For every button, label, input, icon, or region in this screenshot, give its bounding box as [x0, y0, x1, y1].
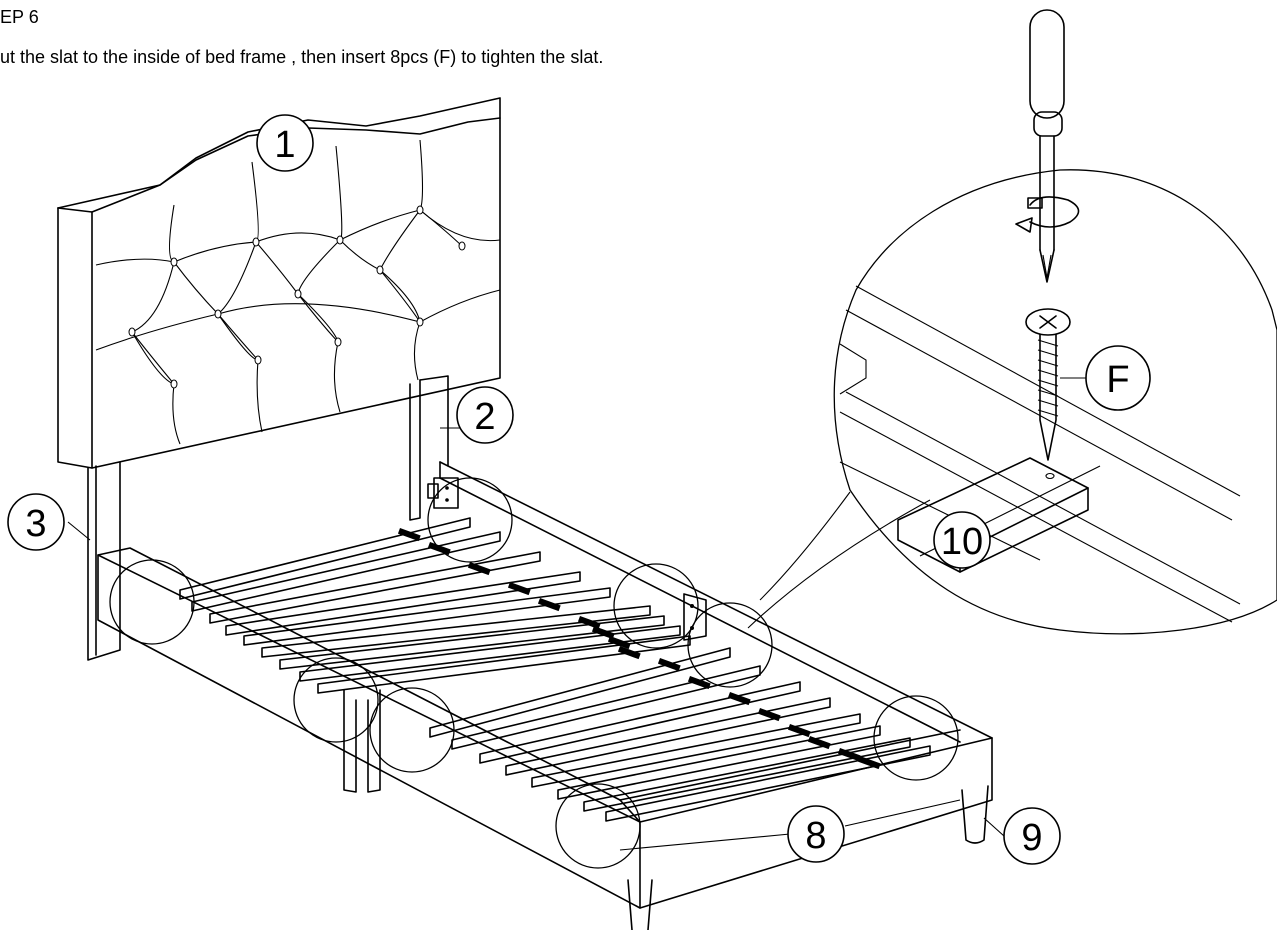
slat: [505, 697, 831, 776]
slat: [225, 571, 581, 636]
slat-fastener: [757, 708, 781, 722]
step-instruction: ut the slat to the inside of bed frame ,…: [0, 47, 604, 67]
screw-f: [1025, 308, 1086, 461]
callout-1: 1: [256, 114, 314, 172]
slat: [557, 725, 881, 800]
center-support: [343, 593, 707, 793]
callout-3-label: 3: [25, 503, 46, 545]
slat-fastener: [617, 646, 641, 660]
legs: [627, 785, 989, 930]
slat: [279, 615, 665, 670]
slat-fastener: [607, 636, 631, 650]
far-side-rail: [439, 461, 993, 743]
detail-circles: [109, 477, 959, 869]
slat-fastener: [807, 736, 831, 750]
callout-f: F: [1085, 345, 1151, 411]
callout-2: 2: [456, 386, 514, 444]
callout-8-label: 8: [805, 815, 826, 857]
slat-fastener: [537, 598, 561, 612]
callout-8: 8: [787, 805, 845, 863]
slat: [179, 517, 471, 600]
slat-fastener: [507, 582, 531, 596]
screwdriver: [1015, 9, 1080, 283]
callout-10-label: 10: [941, 521, 983, 563]
leader-lines: [67, 427, 1005, 851]
slat: [317, 635, 691, 694]
slat-fastener: [591, 625, 615, 640]
callout-f-label: F: [1106, 359, 1129, 401]
headboard-posts: [87, 375, 449, 661]
slat-fastener: [787, 724, 811, 738]
slat: [209, 551, 541, 624]
slat: [261, 605, 651, 658]
callout-2-label: 2: [474, 396, 495, 438]
headboard: [57, 97, 501, 469]
slat-fastener: [577, 616, 601, 630]
step-title: EP 6: [0, 7, 39, 27]
slat: [191, 531, 501, 612]
slat: [429, 647, 731, 738]
callout-1-label: 1: [274, 124, 295, 166]
slat: [479, 681, 801, 764]
slat: [243, 587, 611, 646]
slat-fastener: [657, 658, 681, 672]
headboard-bracket: [427, 477, 459, 509]
slat-fastener: [687, 676, 711, 690]
slat: [583, 737, 911, 812]
slat-fastener: [397, 528, 421, 542]
slat: [605, 745, 931, 822]
slat-fastener: [467, 562, 491, 576]
slats: [179, 517, 931, 822]
magnified-inset: [747, 169, 1277, 635]
callout-9: 9: [1003, 807, 1061, 865]
callout-3: 3: [7, 493, 65, 551]
slat-fastener: [727, 692, 751, 706]
slat: [531, 713, 861, 788]
callout-10: 10: [933, 511, 991, 569]
slat-fastener: [857, 756, 881, 770]
slat-fastener: [837, 748, 861, 762]
callout-9-label: 9: [1021, 817, 1042, 859]
